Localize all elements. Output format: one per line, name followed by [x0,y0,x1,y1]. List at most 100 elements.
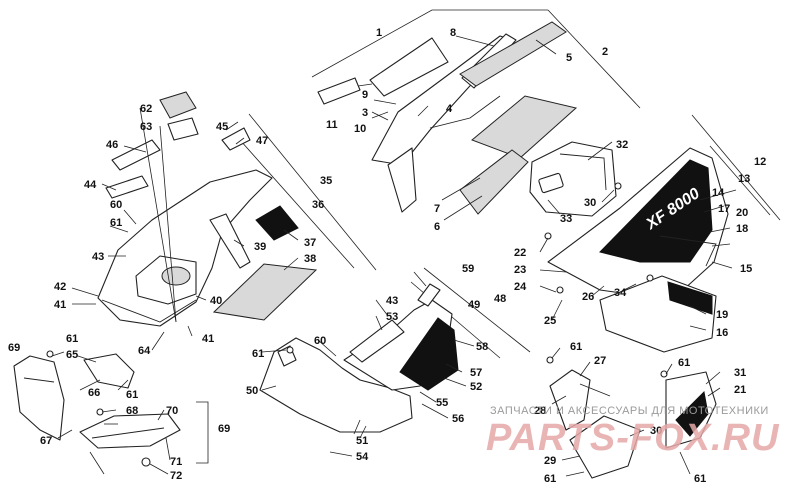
callout-67: 67 [40,435,52,447]
callout-69-b: 69 [218,423,230,435]
callout-22: 22 [514,247,526,259]
watermark-caption: ЗАПЧАСТИ И АКСЕССУАРЫ ДЛЯ МОТОТЕХНИКИ [490,405,769,417]
clip-59 [417,283,441,307]
bracket-65 [83,353,135,389]
hood-inner-brace [387,147,417,213]
callout-62: 62 [140,103,152,115]
callout-10: 10 [354,123,366,135]
cover-29 [569,415,641,479]
fastener [660,370,668,378]
foam-38 [212,263,318,321]
bracket-28 [549,369,591,431]
callout-50: 50 [246,385,258,397]
callout-13: 13 [738,173,750,185]
bracket-53 [349,319,405,363]
callout-42: 42 [54,281,66,293]
callout-43-b: 43 [386,295,398,307]
callout-30-a: 30 [584,197,596,209]
fasteners [46,182,668,416]
callout-23: 23 [514,264,526,276]
callout-61-f: 61 [678,357,690,369]
dash-trim-45 [221,127,251,151]
callout-53: 53 [386,311,398,323]
callout-3: 3 [362,107,368,119]
hood-foam-lower [459,149,529,215]
callout-37: 37 [304,237,316,249]
callout-20: 20 [736,207,748,219]
callout-1: 1 [376,27,382,39]
callout-61-c: 61 [126,389,138,401]
callout-51: 51 [356,435,368,447]
callout-4: 4 [446,103,453,115]
callout-68: 68 [126,405,138,417]
callout-24: 24 [514,281,527,293]
callout-44: 44 [84,179,97,191]
callout-43-a: 43 [92,251,104,263]
callout-66: 66 [88,387,100,399]
callout-38: 38 [304,253,316,265]
callout-29: 29 [544,455,556,467]
callout-60-a: 60 [110,199,122,211]
callout-21: 21 [734,384,746,396]
callout-11: 11 [326,119,338,131]
belly-pan [259,283,459,435]
callout-61-h: 61 [694,473,706,485]
callout-9: 9 [362,89,368,101]
callout-18: 18 [736,223,748,235]
fastener [544,232,552,240]
belly-pan-decal [399,317,459,391]
windshield-strip-44 [105,175,149,199]
callout-36: 36 [312,199,324,211]
callout-61-a: 61 [110,217,122,229]
callout-48: 48 [494,293,506,305]
callout-labels: 1 2 3 4 5 6 7 8 9 10 11 12 13 14 15 16 1… [8,27,766,485]
callout-59: 59 [462,263,474,275]
callout-69-a: 69 [8,342,20,354]
callout-33: 33 [560,213,572,225]
lower-guard-70 [79,413,181,449]
callout-16: 16 [716,327,728,339]
hood-decal-top [369,37,449,97]
fastener [546,356,554,364]
callout-35: 35 [320,175,332,187]
callout-56: 56 [452,413,464,425]
callout-8: 8 [450,27,456,39]
fastener [614,182,622,190]
callout-60-b: 60 [314,335,326,347]
callout-27: 27 [594,355,606,367]
hood-side-foam [459,21,567,87]
callout-40: 40 [210,295,222,307]
lower-left-panels [13,353,181,475]
callout-34: 34 [614,287,627,299]
callout-70: 70 [166,405,178,417]
callout-49: 49 [468,299,480,311]
hood-decal-small [317,77,361,105]
callout-61-g: 61 [544,473,556,485]
leader-lines [51,35,737,477]
callout-45: 45 [216,121,228,133]
callout-25: 25 [544,315,556,327]
callout-41-b: 41 [202,333,214,345]
support-bracket-39 [209,213,251,269]
fastener [286,346,294,354]
right-lower-panels [549,369,717,479]
callout-61-d: 61 [252,348,264,360]
callout-55: 55 [436,397,448,409]
right-side-panel: XF 8000 [547,147,729,353]
callout-71: 71 [170,456,182,468]
fastener [646,274,654,282]
hood-foam-large [471,95,578,159]
side-console [529,141,617,217]
side-cover-69 [13,355,65,441]
callout-61-e: 61 [570,341,582,353]
callout-52: 52 [470,381,482,393]
callout-26: 26 [582,291,594,303]
hood-assembly [317,21,578,215]
callout-64: 64 [138,345,151,357]
nose-assembly [97,91,318,327]
mirror-mount-63 [167,117,199,141]
callout-57: 57 [470,367,482,379]
callout-31: 31 [734,367,746,379]
callout-41-a: 41 [54,299,66,311]
